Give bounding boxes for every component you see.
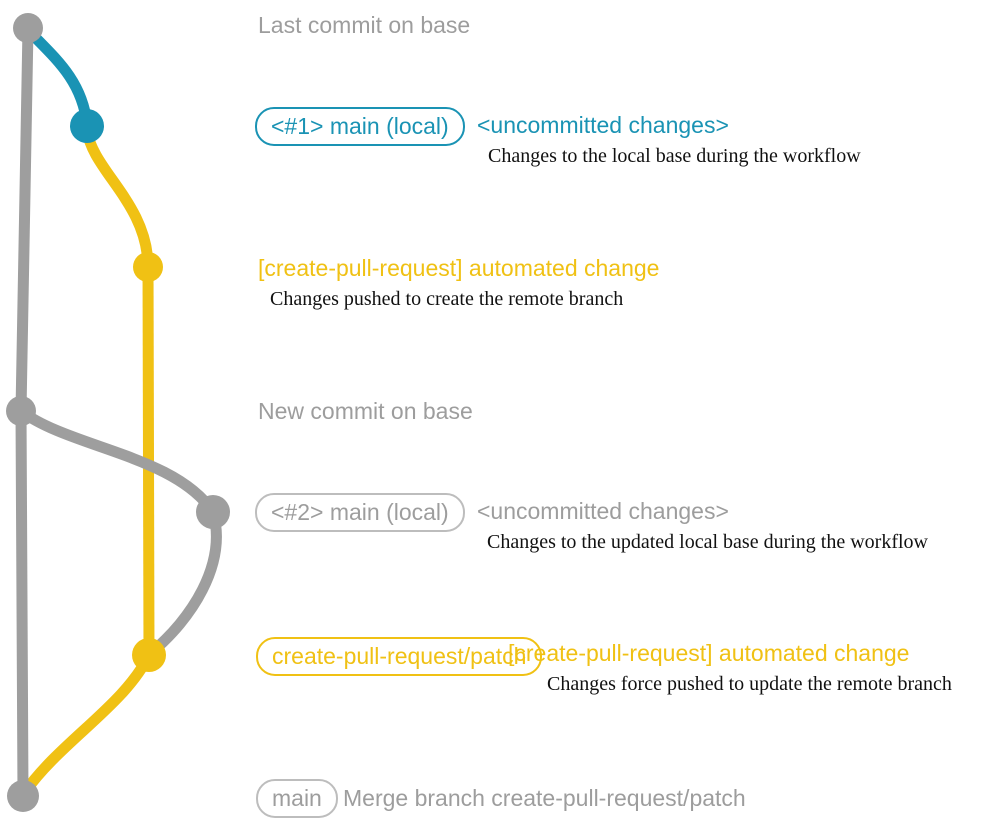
commit-node-automated-change-1 bbox=[133, 252, 163, 282]
commit-node-merge bbox=[7, 780, 39, 812]
main-local-2-description: Changes to the updated local base during… bbox=[487, 531, 928, 553]
branch-line-main-local-1 bbox=[22, 24, 93, 130]
commit-node-automated-change-2 bbox=[132, 638, 166, 672]
main-local-1-badge: <#1> main (local) bbox=[255, 107, 465, 146]
branch-line-patch-upper bbox=[81, 124, 154, 270]
main-badge: main bbox=[256, 779, 338, 818]
commit-node-main-local-1 bbox=[70, 109, 104, 143]
main-local-2-note: <uncommitted changes> bbox=[477, 498, 729, 524]
commit-node-main-local-2 bbox=[196, 495, 230, 529]
new-commit-title: New commit on base bbox=[258, 398, 473, 424]
main-local-1-note: <uncommitted changes> bbox=[477, 112, 729, 138]
patch-branch-badge: create-pull-request/patch bbox=[256, 637, 543, 676]
git-graph bbox=[6, 13, 230, 812]
main-local-1-description: Changes to the local base during the wor… bbox=[488, 145, 861, 167]
automated-change-2-description: Changes force pushed to update the remot… bbox=[547, 673, 952, 695]
automated-change-2-note: [create-pull-request] automated change bbox=[508, 640, 910, 666]
commit-node-last-base bbox=[13, 13, 43, 43]
commit-node-new-base bbox=[6, 396, 36, 426]
automated-change-1-description: Changes pushed to create the remote bran… bbox=[270, 288, 624, 310]
main-local-2-badge: <#2> main (local) bbox=[255, 493, 465, 532]
automated-change-1-title: [create-pull-request] automated change bbox=[258, 255, 660, 281]
branch-line-main-local-2 bbox=[15, 405, 222, 658]
merge-commit-text: Merge branch create-pull-request/patch bbox=[343, 785, 746, 811]
last-commit-title: Last commit on base bbox=[258, 12, 471, 38]
branch-line-patch-merge bbox=[19, 649, 155, 798]
